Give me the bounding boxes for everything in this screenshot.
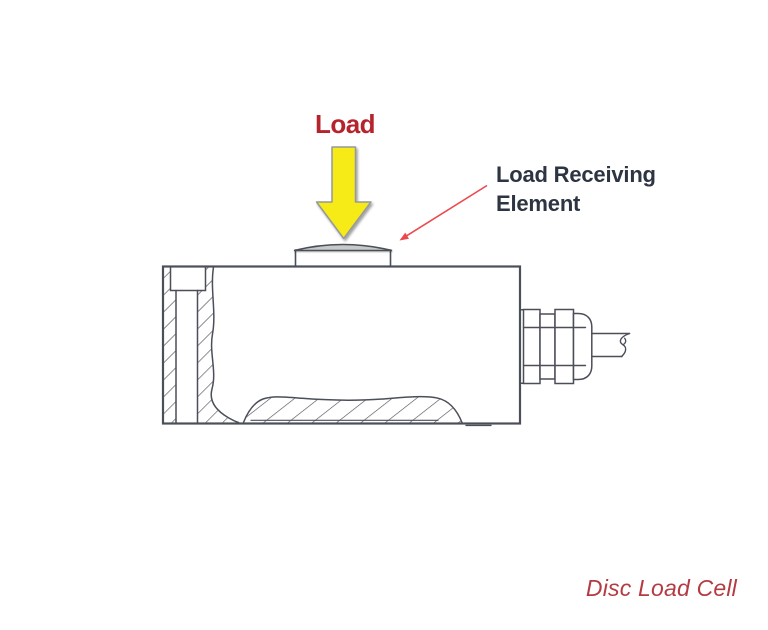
body-outline bbox=[161, 265, 522, 425]
diagram-caption: Disc Load Cell bbox=[585, 575, 737, 601]
load-arrow-icon bbox=[315, 146, 372, 240]
cable bbox=[591, 332, 631, 358]
load-cell-body bbox=[161, 243, 631, 427]
bolt-hole-section bbox=[163, 267, 239, 423]
bolt-hole-outline bbox=[169, 266, 240, 424]
load-receiving-element-cap bbox=[293, 243, 393, 268]
cable-gland bbox=[519, 308, 593, 385]
leader-arrow-icon bbox=[399, 184, 488, 241]
load-receiving-element-label: Load Receiving Element bbox=[496, 162, 656, 216]
cap-dome bbox=[293, 243, 393, 252]
load-label: Load bbox=[314, 109, 376, 139]
diaphragm-outline bbox=[242, 395, 492, 427]
diaphragm-section bbox=[243, 396, 462, 423]
